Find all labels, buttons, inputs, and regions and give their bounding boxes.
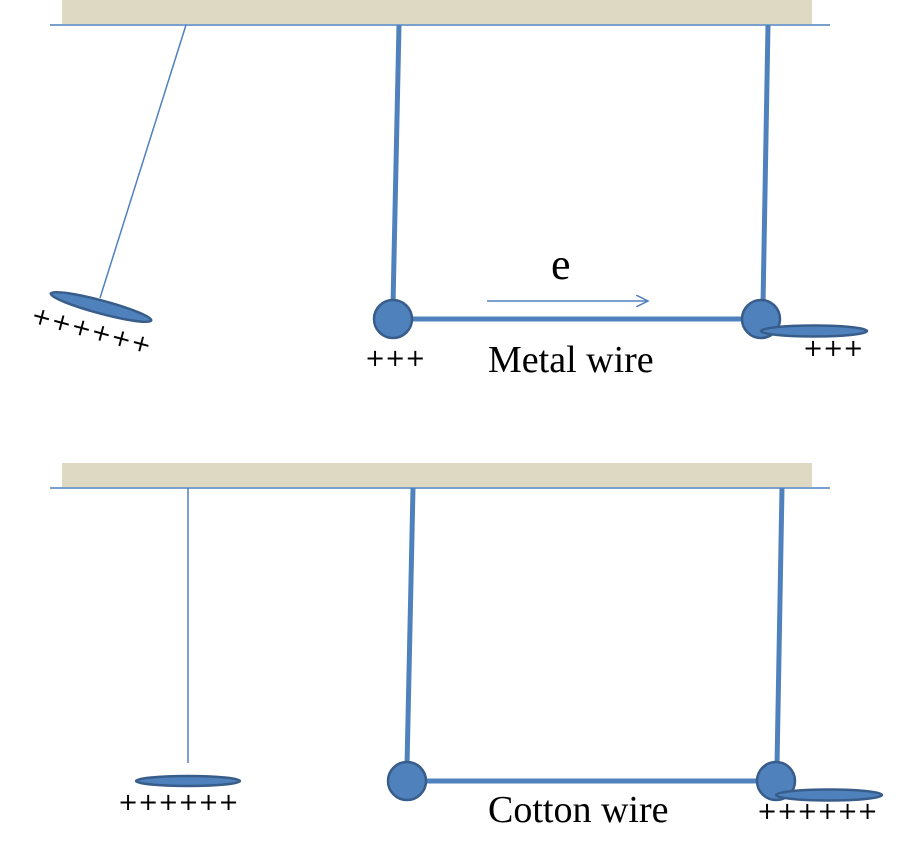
top-panel: ++++++ e +++ +++ Metal wire (28, 0, 869, 381)
top-right-sphere-thread (760, 24, 771, 306)
top-left-sphere (372, 298, 414, 340)
top-left-sphere-charge: +++ (365, 344, 425, 372)
top-right-plate (759, 324, 869, 338)
bottom-right-plate (774, 788, 884, 802)
top-left-sphere-thread (390, 24, 402, 306)
electron-label: e (551, 240, 571, 289)
bottom-charged-plate (134, 774, 242, 788)
bottom-left-sphere (386, 760, 428, 802)
bottom-right-sphere-charge: ++++++ (757, 797, 878, 825)
top-right-sphere-charge: +++ (803, 334, 863, 362)
bottom-ceiling (62, 463, 812, 487)
top-charged-plate (49, 290, 153, 324)
metal-wire-label: Metal wire (488, 339, 654, 381)
bottom-right-sphere-thread (774, 487, 785, 767)
bottom-panel: ++++++ ++++++ Cotton wire (50, 463, 884, 831)
top-ceiling (62, 0, 812, 24)
top-plate-thread (99, 24, 187, 299)
bottom-left-sphere-thread (404, 487, 416, 767)
bottom-right-sphere (755, 760, 797, 802)
cotton-wire-label: Cotton wire (488, 789, 668, 831)
bottom-plate-charge: ++++++ (118, 788, 239, 816)
